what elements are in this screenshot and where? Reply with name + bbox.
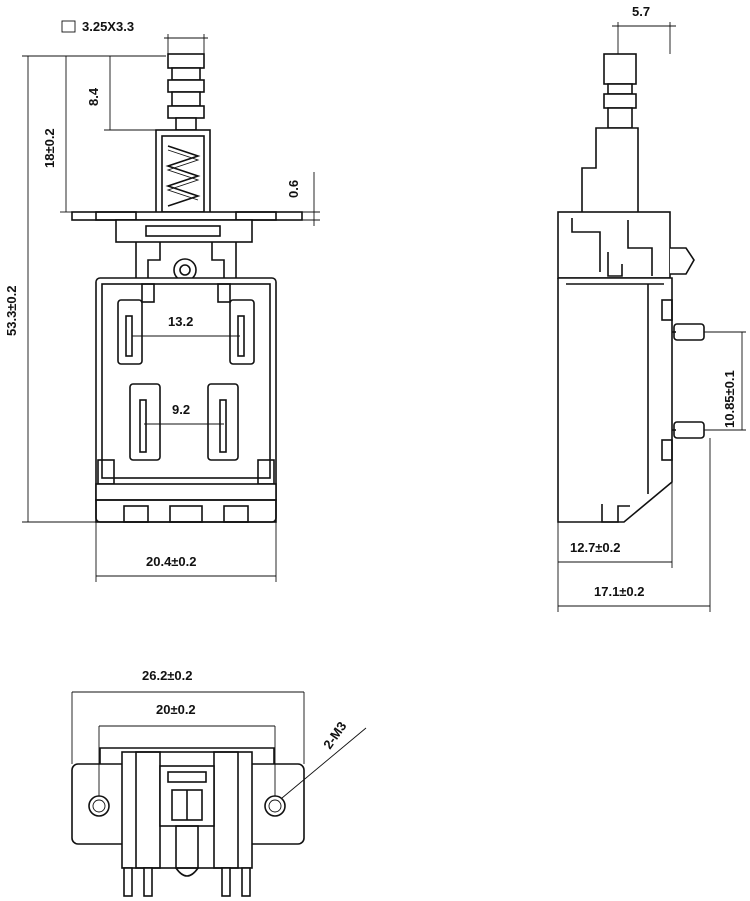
- dim-plate-thickness: 0.6: [286, 180, 301, 198]
- dim-mounting-holes: 2-M3: [320, 719, 349, 752]
- dim-pin-pitch: 10.85±0.1: [722, 370, 737, 428]
- spring-housing: [155, 129, 211, 219]
- front-dimension-lines: [22, 34, 320, 582]
- front-housing: [95, 277, 277, 523]
- square-symbol: [61, 20, 76, 33]
- side-stem: [603, 53, 637, 129]
- dim-body-depth: 12.7±0.2: [570, 540, 621, 555]
- bottom-center-body: [121, 751, 253, 897]
- dim-overall-depth: 17.1±0.2: [594, 584, 645, 599]
- dim-stem-height: 8.4: [86, 87, 101, 106]
- dim-overall-width: 26.2±0.2: [142, 668, 193, 683]
- front-mount-plate: [71, 211, 303, 243]
- side-view: 5.7 10.85±0.1 12.7±0.2 17.1±0.2: [557, 4, 746, 612]
- dim-body-width: 20.4±0.2: [146, 554, 197, 569]
- dim-stem-square: 3.25X3.3: [82, 19, 134, 34]
- front-view: 3.25X3.3 8.4 18±0.2 53.3±0.2 0.6 13.2 9.…: [4, 19, 320, 582]
- front-stem: [167, 53, 205, 131]
- dim-stem-width: 5.7: [632, 4, 650, 19]
- dim-terminal-pitch-lower: 9.2: [172, 402, 190, 417]
- bottom-view: 26.2±0.2 20±0.2 2-M3: [71, 668, 367, 897]
- dim-total-height: 53.3±0.2: [4, 285, 19, 336]
- dim-terminal-pitch-upper: 13.2: [168, 314, 193, 329]
- dim-hole-pitch: 20±0.2: [156, 702, 196, 717]
- side-dimension-lines: [557, 22, 746, 612]
- dim-upper-height: 18±0.2: [42, 128, 57, 168]
- actuator-section: [135, 242, 237, 282]
- side-lower-body: [557, 277, 705, 523]
- side-upper-body: [557, 127, 695, 279]
- bottom-dimension-lines: [71, 691, 367, 799]
